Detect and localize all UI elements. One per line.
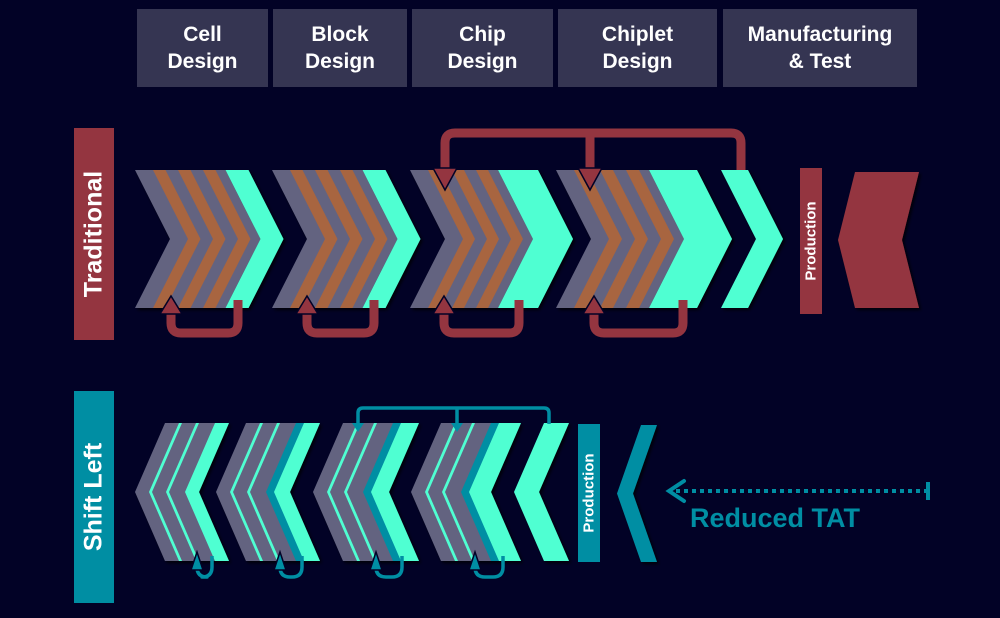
aqua-stripe [469, 423, 521, 561]
shift-left-production-label: Production [580, 453, 598, 533]
traditional-feedback-arrowhead-chip [431, 167, 459, 192]
orange-stripe [428, 170, 476, 308]
gray-stripe [556, 170, 610, 308]
orange-stripe [626, 170, 675, 308]
row-label-shift-left: Shift Left [74, 391, 114, 603]
gray-stripe [233, 423, 278, 561]
shift-left-feedback-loop [356, 406, 551, 425]
traditional-rework-loop-block-arrowhead [294, 294, 320, 315]
reduced-tat-arrowhead [665, 479, 686, 503]
gray-stripe [411, 423, 456, 561]
traditional-production-bar: Production [800, 168, 822, 314]
row-label-traditional: Traditional [74, 128, 114, 340]
gray-stripe [165, 170, 214, 308]
gray-stripe [488, 170, 533, 308]
orange-stripe [203, 170, 252, 308]
aqua-stripe [371, 423, 419, 561]
shift-left-chevron-block [216, 423, 320, 561]
traditional-rework-loop-chip [439, 300, 524, 338]
traditional-chevron-block [410, 170, 573, 308]
gray-stripe [190, 170, 239, 308]
gray-stripe [613, 170, 662, 308]
gray-stripe [352, 170, 398, 308]
gray-stripe [410, 170, 464, 308]
shift-left-rework-loop-block-arrowhead [272, 549, 288, 571]
orange-stripe [600, 170, 649, 308]
traditional-rework-loop-chiplet [589, 300, 688, 338]
shift-left-rework-loop-chip [374, 556, 404, 579]
orange-stripe [315, 170, 364, 308]
traditional-rework-loop-chip-arrowhead [431, 294, 457, 315]
gray-stripe [330, 423, 375, 561]
orange-stripe [476, 170, 524, 308]
aqua-stripe [185, 423, 229, 561]
shift-left-chevron-block [411, 423, 521, 561]
gray-stripe [302, 170, 351, 308]
gray-stripe [272, 170, 326, 308]
orange-stripe [452, 170, 500, 308]
traditional-rework-loop-cell [166, 300, 243, 338]
stage-header-block-design: Block Design [273, 9, 407, 87]
teal-stripe [266, 423, 305, 561]
aqua-stripe [362, 170, 421, 308]
shift-left-feedback-arrowhead-chiplet [451, 423, 463, 432]
aqua-stripe [225, 170, 284, 308]
traditional-rework-loop-chiplet-arrowhead [581, 294, 607, 315]
shift-left-feedback-arrowhead-chip [352, 423, 364, 432]
manufacturing-chevron [721, 170, 783, 308]
shift-left-rework-loop-chiplet [473, 556, 505, 579]
shift-left-chevron-block [313, 423, 419, 561]
gray-stripe [135, 170, 189, 308]
stage-header-manufacturing-test: Manufacturing & Test [723, 9, 917, 87]
aqua-stripe [274, 423, 320, 561]
shift-left-rework-loop-block [278, 556, 304, 579]
gray-stripe [313, 423, 358, 561]
aqua-stripe [649, 170, 732, 308]
traditional-chevron-block [556, 170, 732, 308]
traditional-rework-loop-cell-arrowhead [158, 294, 184, 315]
gray-stripe [152, 423, 197, 561]
gray-stripe [428, 423, 473, 561]
gray-stripe [135, 423, 180, 561]
stage-header-chiplet-design: Chiplet Design [558, 9, 717, 87]
gray-stripe [327, 170, 376, 308]
shift-left-flow [135, 406, 930, 579]
shift-left-rework-loop-cell [195, 556, 214, 579]
aqua-stripe [498, 170, 573, 308]
teal-stripe [363, 423, 402, 561]
gray-stripe [464, 170, 512, 308]
shift-left-rework-loop-cell-arrowhead [189, 549, 205, 571]
teal-stripe [461, 423, 500, 561]
orange-stripe [340, 170, 389, 308]
orange-stripe [153, 170, 202, 308]
traditional-production-label: Production [802, 201, 820, 281]
gray-stripe [445, 423, 492, 561]
gray-stripe [440, 170, 488, 308]
traditional-chevron-block [135, 170, 284, 308]
reduced-tat-label: Reduced TAT [690, 503, 861, 533]
traditional-production-chevron [838, 172, 919, 308]
orange-stripe [290, 170, 339, 308]
shift-left-manufacturing-chevron [514, 423, 569, 561]
stage-header-chip-design: Chip Design [412, 9, 553, 87]
gray-stripe [216, 423, 261, 561]
shift-left-chevron-block [135, 423, 229, 561]
shift-left-rework-loop-chip-arrowhead [368, 549, 384, 571]
stage-header-cell-design: Cell Design [137, 9, 268, 87]
traditional-rework-loop-block [302, 300, 379, 338]
gray-stripe [639, 170, 684, 308]
gray-stripe [587, 170, 636, 308]
orange-stripe [574, 170, 623, 308]
gray-stripe [215, 170, 261, 308]
gray-stripe [169, 423, 216, 561]
traditional-feedback-arrowhead-chiplet [576, 167, 604, 192]
gray-stripe [347, 423, 394, 561]
gray-stripe [250, 423, 297, 561]
orange-stripe [178, 170, 227, 308]
traditional-flow [135, 128, 919, 338]
traditional-chevron-block [272, 170, 421, 308]
shift-left-rework-loop-chiplet-arrowhead [467, 549, 483, 571]
shift-left-production-bar: Production [578, 424, 600, 562]
shift-left-production-chevron [617, 425, 657, 562]
